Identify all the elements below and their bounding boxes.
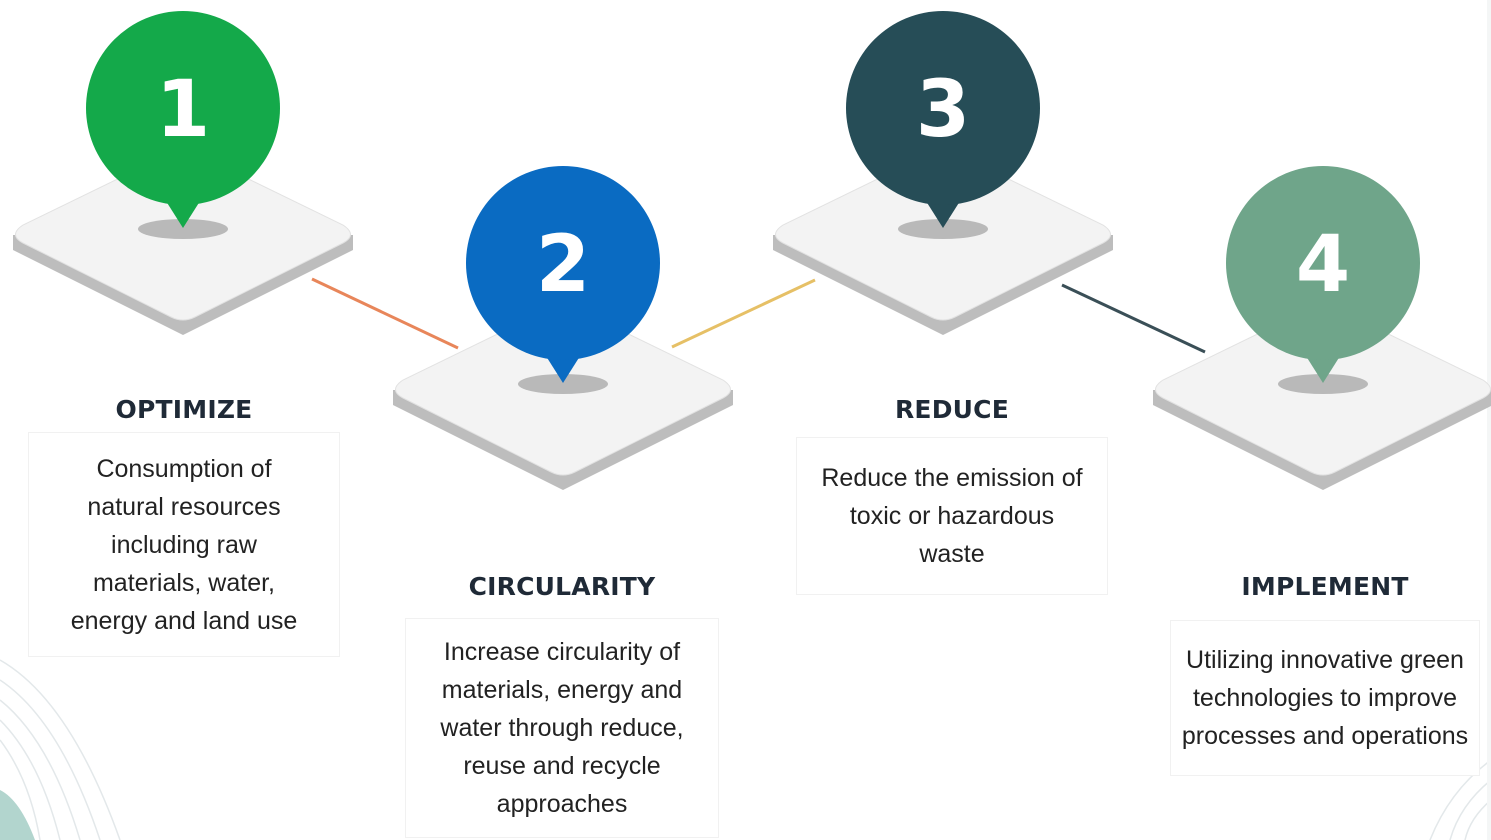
step-description-implement: Utilizing innovative green technologies … (1181, 646, 1469, 750)
step-number-2: 2 (536, 220, 590, 310)
step-number-4: 4 (1296, 220, 1350, 310)
map-pin-icon: 3 (846, 11, 1040, 228)
decorative-corner-arcs (0, 659, 1491, 840)
map-pin-icon: 1 (86, 11, 280, 228)
platform-4 (1153, 304, 1491, 490)
connector-line-3-4 (1061, 283, 1206, 354)
map-pin-icon: 2 (466, 166, 660, 383)
step-description-optimize: Consumption of natural resources includi… (70, 454, 298, 635)
map-pin-icon: 4 (1226, 166, 1420, 383)
connector-line-1-2 (311, 277, 459, 350)
platform-1 (13, 149, 353, 335)
step-number-1: 1 (156, 65, 210, 155)
step-description-box-4: Utilizing innovative green technologies … (1170, 620, 1480, 776)
platform-2 (393, 304, 733, 490)
step-description-box-1: Consumption of natural resources includi… (28, 432, 340, 657)
right-edge-bar (1487, 0, 1491, 840)
step-description-box-2: Increase circularity of materials, energ… (405, 618, 719, 838)
step-title-circularity: CIRCULARITY (468, 572, 656, 601)
step-description-reduce: Reduce the emission of toxic or hazardou… (821, 464, 1083, 568)
platform-3 (773, 149, 1113, 335)
step-number-3: 3 (916, 65, 970, 155)
step-description-box-3: Reduce the emission of toxic or hazardou… (796, 437, 1108, 595)
step-title-implement: IMPLEMENT (1241, 572, 1409, 601)
connector-line-2-3 (671, 278, 816, 349)
corner-accent-shape (0, 790, 35, 840)
step-title-optimize: OPTIMIZE (115, 395, 253, 424)
step-description-circularity: Increase circularity of materials, energ… (440, 638, 684, 818)
step-title-reduce: REDUCE (894, 395, 1009, 424)
